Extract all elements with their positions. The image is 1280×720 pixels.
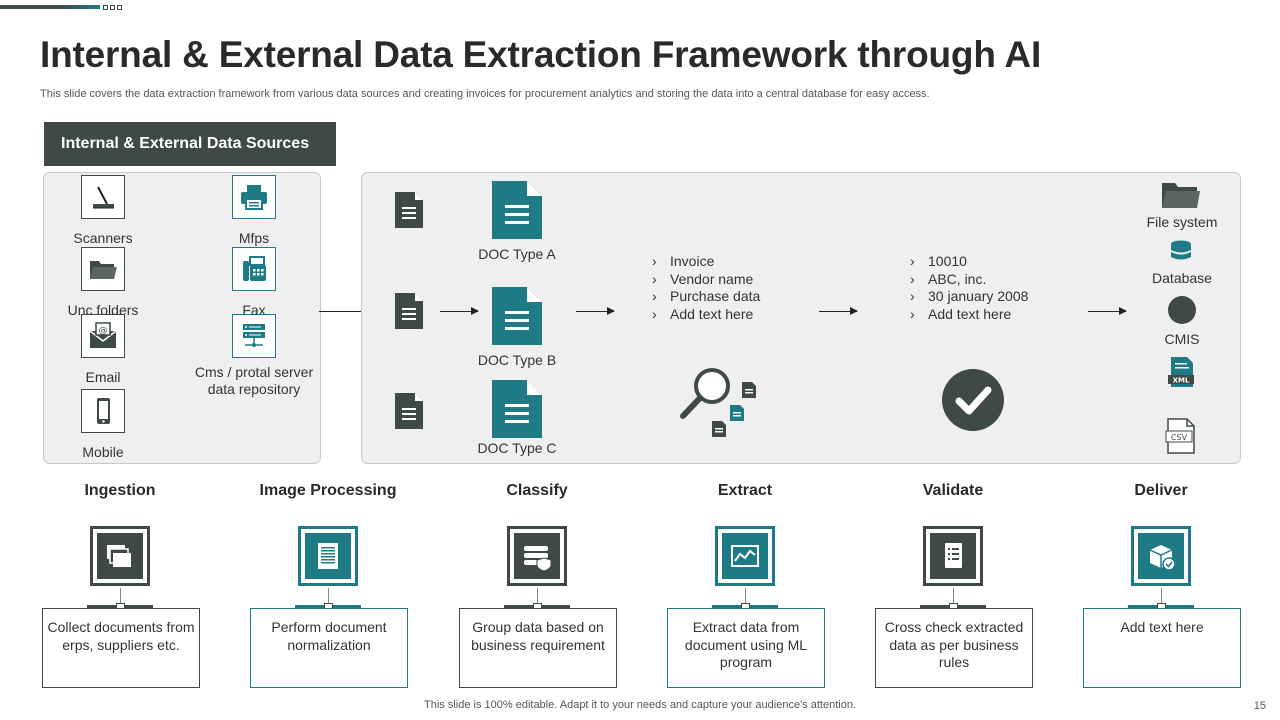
mobile-icon bbox=[81, 389, 125, 433]
step-connector bbox=[1161, 588, 1162, 608]
document-icon bbox=[395, 293, 423, 329]
step-description: Add text here bbox=[1083, 608, 1241, 688]
flow-arrow bbox=[440, 307, 479, 315]
output-label: CMIS bbox=[1164, 331, 1200, 347]
sources-panel: Scanners Mfps Unc folders Fax @ Email Cm… bbox=[43, 172, 321, 464]
step-title: Ingestion bbox=[84, 482, 156, 499]
scanner-icon bbox=[81, 175, 125, 219]
doc-type-a-icon bbox=[492, 181, 542, 239]
step-connector bbox=[120, 588, 121, 608]
top-square bbox=[103, 5, 108, 10]
package-check-icon bbox=[1131, 526, 1191, 586]
checklist-icon bbox=[923, 526, 983, 586]
step-connector bbox=[537, 588, 538, 608]
extracted-fields-list: Invoice Vendor name Purchase data Add te… bbox=[652, 253, 760, 323]
field-item: Vendor name bbox=[652, 271, 760, 289]
svg-text:@: @ bbox=[99, 326, 108, 336]
database-icon bbox=[1171, 240, 1191, 260]
page-title: Internal & External Data Extraction Fram… bbox=[40, 34, 1042, 75]
doc-type-label: DOC Type B bbox=[477, 352, 557, 368]
printer-icon bbox=[232, 175, 276, 219]
step-connector bbox=[953, 588, 954, 608]
source-email: @ Email bbox=[43, 314, 163, 386]
email-icon: @ bbox=[81, 314, 125, 358]
doc-type-label: DOC Type C bbox=[477, 440, 557, 456]
checkmark-circle-icon bbox=[942, 369, 1004, 431]
doc-type-b-icon bbox=[492, 287, 542, 345]
step-title: Image Processing bbox=[259, 482, 397, 499]
step-title: Classify bbox=[506, 482, 568, 499]
step-description: Group data based on business requirement bbox=[459, 608, 617, 688]
sources-header: Internal & External Data Sources bbox=[44, 122, 336, 166]
document-icon bbox=[298, 526, 358, 586]
server-shield-icon bbox=[507, 526, 567, 586]
document-icon bbox=[395, 393, 423, 429]
value-item: 30 january 2008 bbox=[910, 288, 1028, 306]
value-item: ABC, inc. bbox=[910, 271, 1028, 289]
step-description: Collect documents from erps, suppliers e… bbox=[42, 608, 200, 688]
folder-icon bbox=[81, 247, 125, 291]
page-number: 15 bbox=[1253, 700, 1266, 712]
xml-label: XML bbox=[1173, 377, 1190, 385]
source-fax: Fax bbox=[194, 247, 314, 319]
field-item: Add text here bbox=[652, 306, 760, 324]
source-label: Mfps bbox=[238, 230, 270, 246]
source-mfps: Mfps bbox=[194, 175, 314, 247]
step-description: Cross check extracted data as per busine… bbox=[875, 608, 1033, 688]
chart-icon bbox=[715, 526, 775, 586]
csv-label: CSV bbox=[1171, 433, 1188, 442]
step-connector bbox=[745, 588, 746, 608]
value-item: 10010 bbox=[910, 253, 1028, 271]
extracted-values-list: 10010 ABC, inc. 30 january 2008 Add text… bbox=[910, 253, 1028, 323]
source-label: Cms / protal server data repository bbox=[194, 364, 314, 397]
value-item: Add text here bbox=[910, 306, 1028, 324]
source-unc-folders: Unc folders bbox=[43, 247, 163, 319]
source-label: Scanners bbox=[73, 230, 133, 246]
top-square bbox=[110, 5, 115, 10]
source-cms: Cms / protal server data repository bbox=[194, 314, 314, 398]
document-icon bbox=[395, 192, 423, 228]
doc-type-label: DOC Type A bbox=[478, 246, 556, 262]
output-label: Database bbox=[1152, 270, 1212, 286]
output-label: File system bbox=[1146, 214, 1218, 230]
step-title: Validate bbox=[922, 482, 984, 499]
doc-type-c-icon bbox=[492, 380, 542, 438]
xml-file-icon: XML bbox=[1168, 357, 1194, 387]
step-description: Perform document normalization bbox=[250, 608, 408, 688]
top-accent-bar bbox=[0, 5, 100, 9]
page-subtitle: This slide covers the data extraction fr… bbox=[40, 88, 930, 100]
source-mobile: Mobile bbox=[43, 389, 163, 461]
step-title: Deliver bbox=[1134, 482, 1188, 499]
flow-arrow bbox=[576, 307, 615, 315]
flow-arrow bbox=[1088, 307, 1127, 315]
source-scanners: Scanners bbox=[43, 175, 163, 247]
source-label: Email bbox=[85, 369, 121, 385]
top-square bbox=[117, 5, 122, 10]
source-label: Mobile bbox=[82, 444, 124, 460]
magnifier-icon bbox=[680, 368, 756, 437]
step-connector bbox=[328, 588, 329, 608]
cmis-icon bbox=[1168, 296, 1196, 324]
file-system-icon bbox=[1162, 183, 1200, 208]
field-item: Purchase data bbox=[652, 288, 760, 306]
csv-file-icon: CSV bbox=[1165, 418, 1195, 454]
footer-note: This slide is 100% editable. Adapt it to… bbox=[424, 699, 856, 711]
flow-arrow bbox=[819, 307, 858, 315]
step-description: Extract data from document using ML prog… bbox=[667, 608, 825, 688]
fax-icon bbox=[232, 247, 276, 291]
server-icon bbox=[232, 314, 276, 358]
step-title: Extract bbox=[717, 482, 773, 499]
layers-icon bbox=[90, 526, 150, 586]
field-item: Invoice bbox=[652, 253, 760, 271]
